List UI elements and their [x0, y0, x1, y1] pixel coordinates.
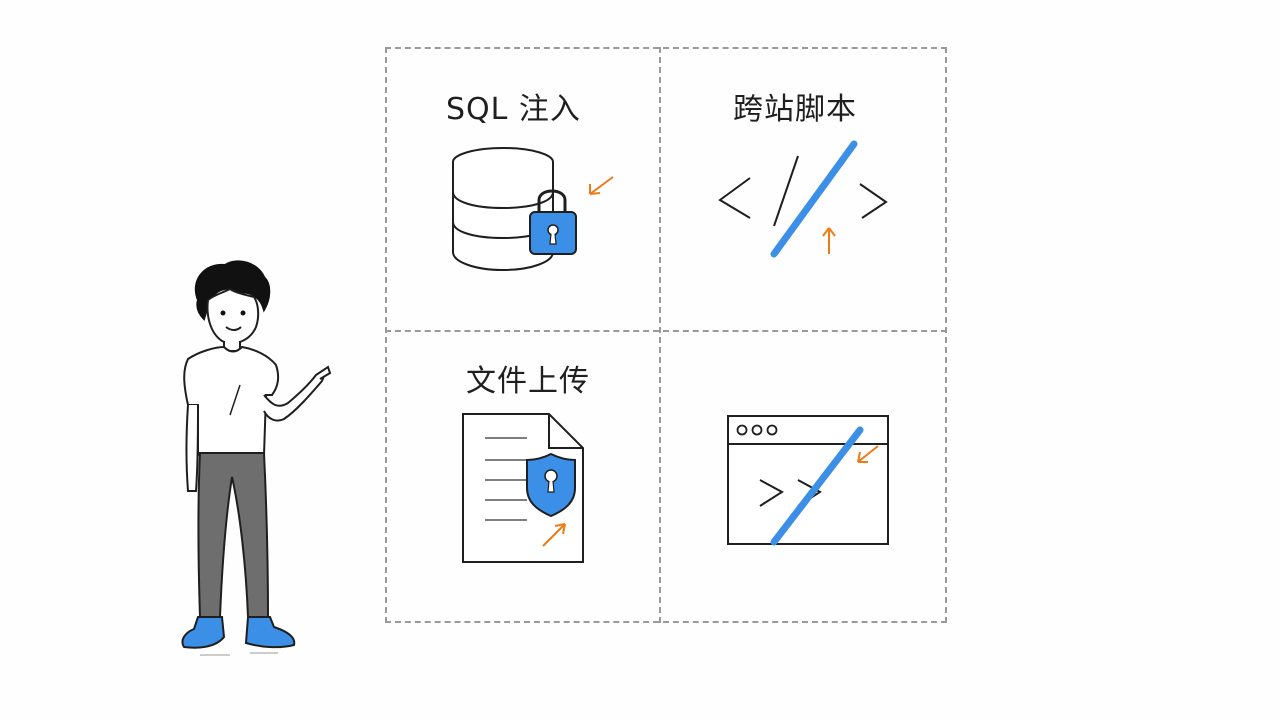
terminal-window-icon — [727, 415, 889, 546]
topic-grid — [385, 47, 947, 623]
cell-title-xss: 跨站脚本 — [733, 92, 857, 127]
grid-divider-vertical — [659, 47, 661, 623]
database-lock-icon — [452, 147, 614, 272]
person-pointing-icon — [181, 260, 332, 656]
cell-title-file-upload: 文件上传 — [466, 364, 590, 399]
grid-divider-horizontal — [385, 330, 947, 332]
cell-title-sql-injection: SQL 注入 — [446, 92, 581, 127]
code-tag-slash-icon — [718, 140, 888, 258]
document-shield-icon — [462, 413, 584, 563]
